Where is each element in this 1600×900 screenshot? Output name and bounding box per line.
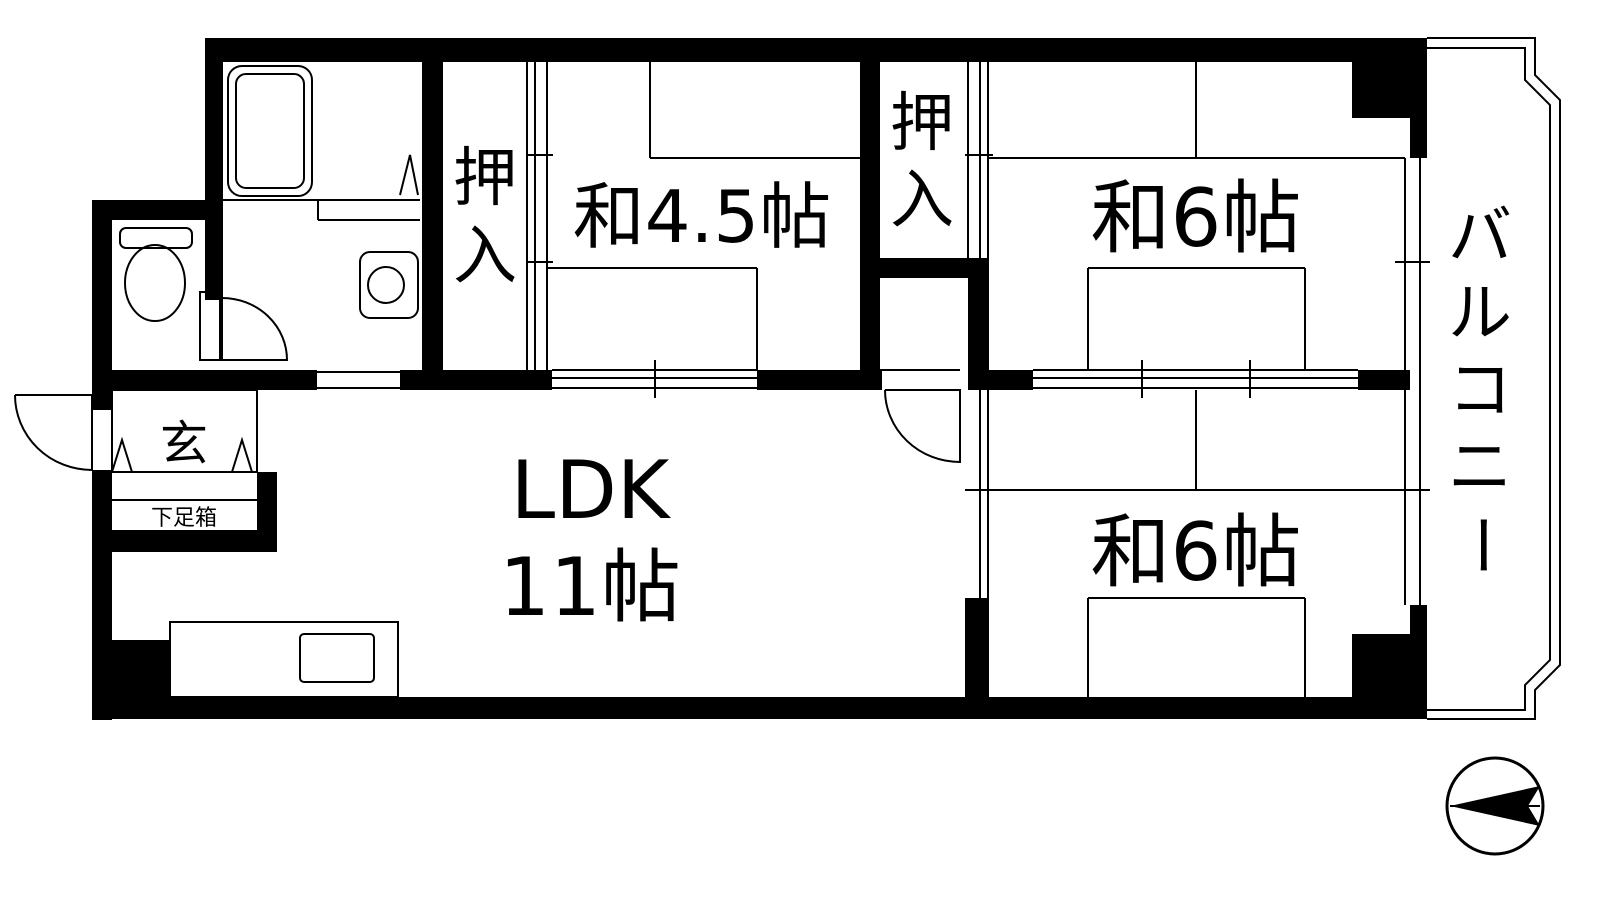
bathtub xyxy=(227,65,313,197)
closet-left-char-1: 押 xyxy=(453,142,517,216)
sink xyxy=(299,633,375,683)
kitchen-counter xyxy=(169,621,399,698)
toilet xyxy=(119,227,193,322)
balcony-char-2: ル xyxy=(1448,277,1512,351)
room-label-shoe-box: 下足箱 xyxy=(151,506,217,531)
balcony-char-1: バ xyxy=(1448,200,1512,274)
closet-left-char-2: 入 xyxy=(453,220,517,294)
fixtures xyxy=(14,37,1561,720)
room-label-washitsu-6-upper: 和6帖 xyxy=(1091,172,1302,265)
wash-basin xyxy=(359,251,419,319)
room-label-ldk: LDK xyxy=(511,444,672,537)
room-label-ldk-size: 11帖 xyxy=(499,541,681,634)
room-label-entrance: 玄 xyxy=(160,416,208,472)
room-labels: 押 入 押 入 和4.5帖 和6帖 和6帖 LDK 11帖 玄 下足箱 バ ル … xyxy=(151,87,1517,634)
closet-right-char-2: 入 xyxy=(890,164,954,238)
balcony-char-5: ー xyxy=(1443,513,1517,577)
walls xyxy=(92,38,1427,720)
room-label-washitsu-45: 和4.5帖 xyxy=(573,175,832,259)
room-label-washitsu-6-lower: 和6帖 xyxy=(1091,506,1302,599)
door-ticks xyxy=(527,154,1430,491)
balcony-char-4: ニ xyxy=(1448,431,1512,505)
closet-right-char-1: 押 xyxy=(890,87,954,161)
north-arrow-icon xyxy=(1445,756,1545,856)
balcony-char-3: コ xyxy=(1448,354,1512,428)
